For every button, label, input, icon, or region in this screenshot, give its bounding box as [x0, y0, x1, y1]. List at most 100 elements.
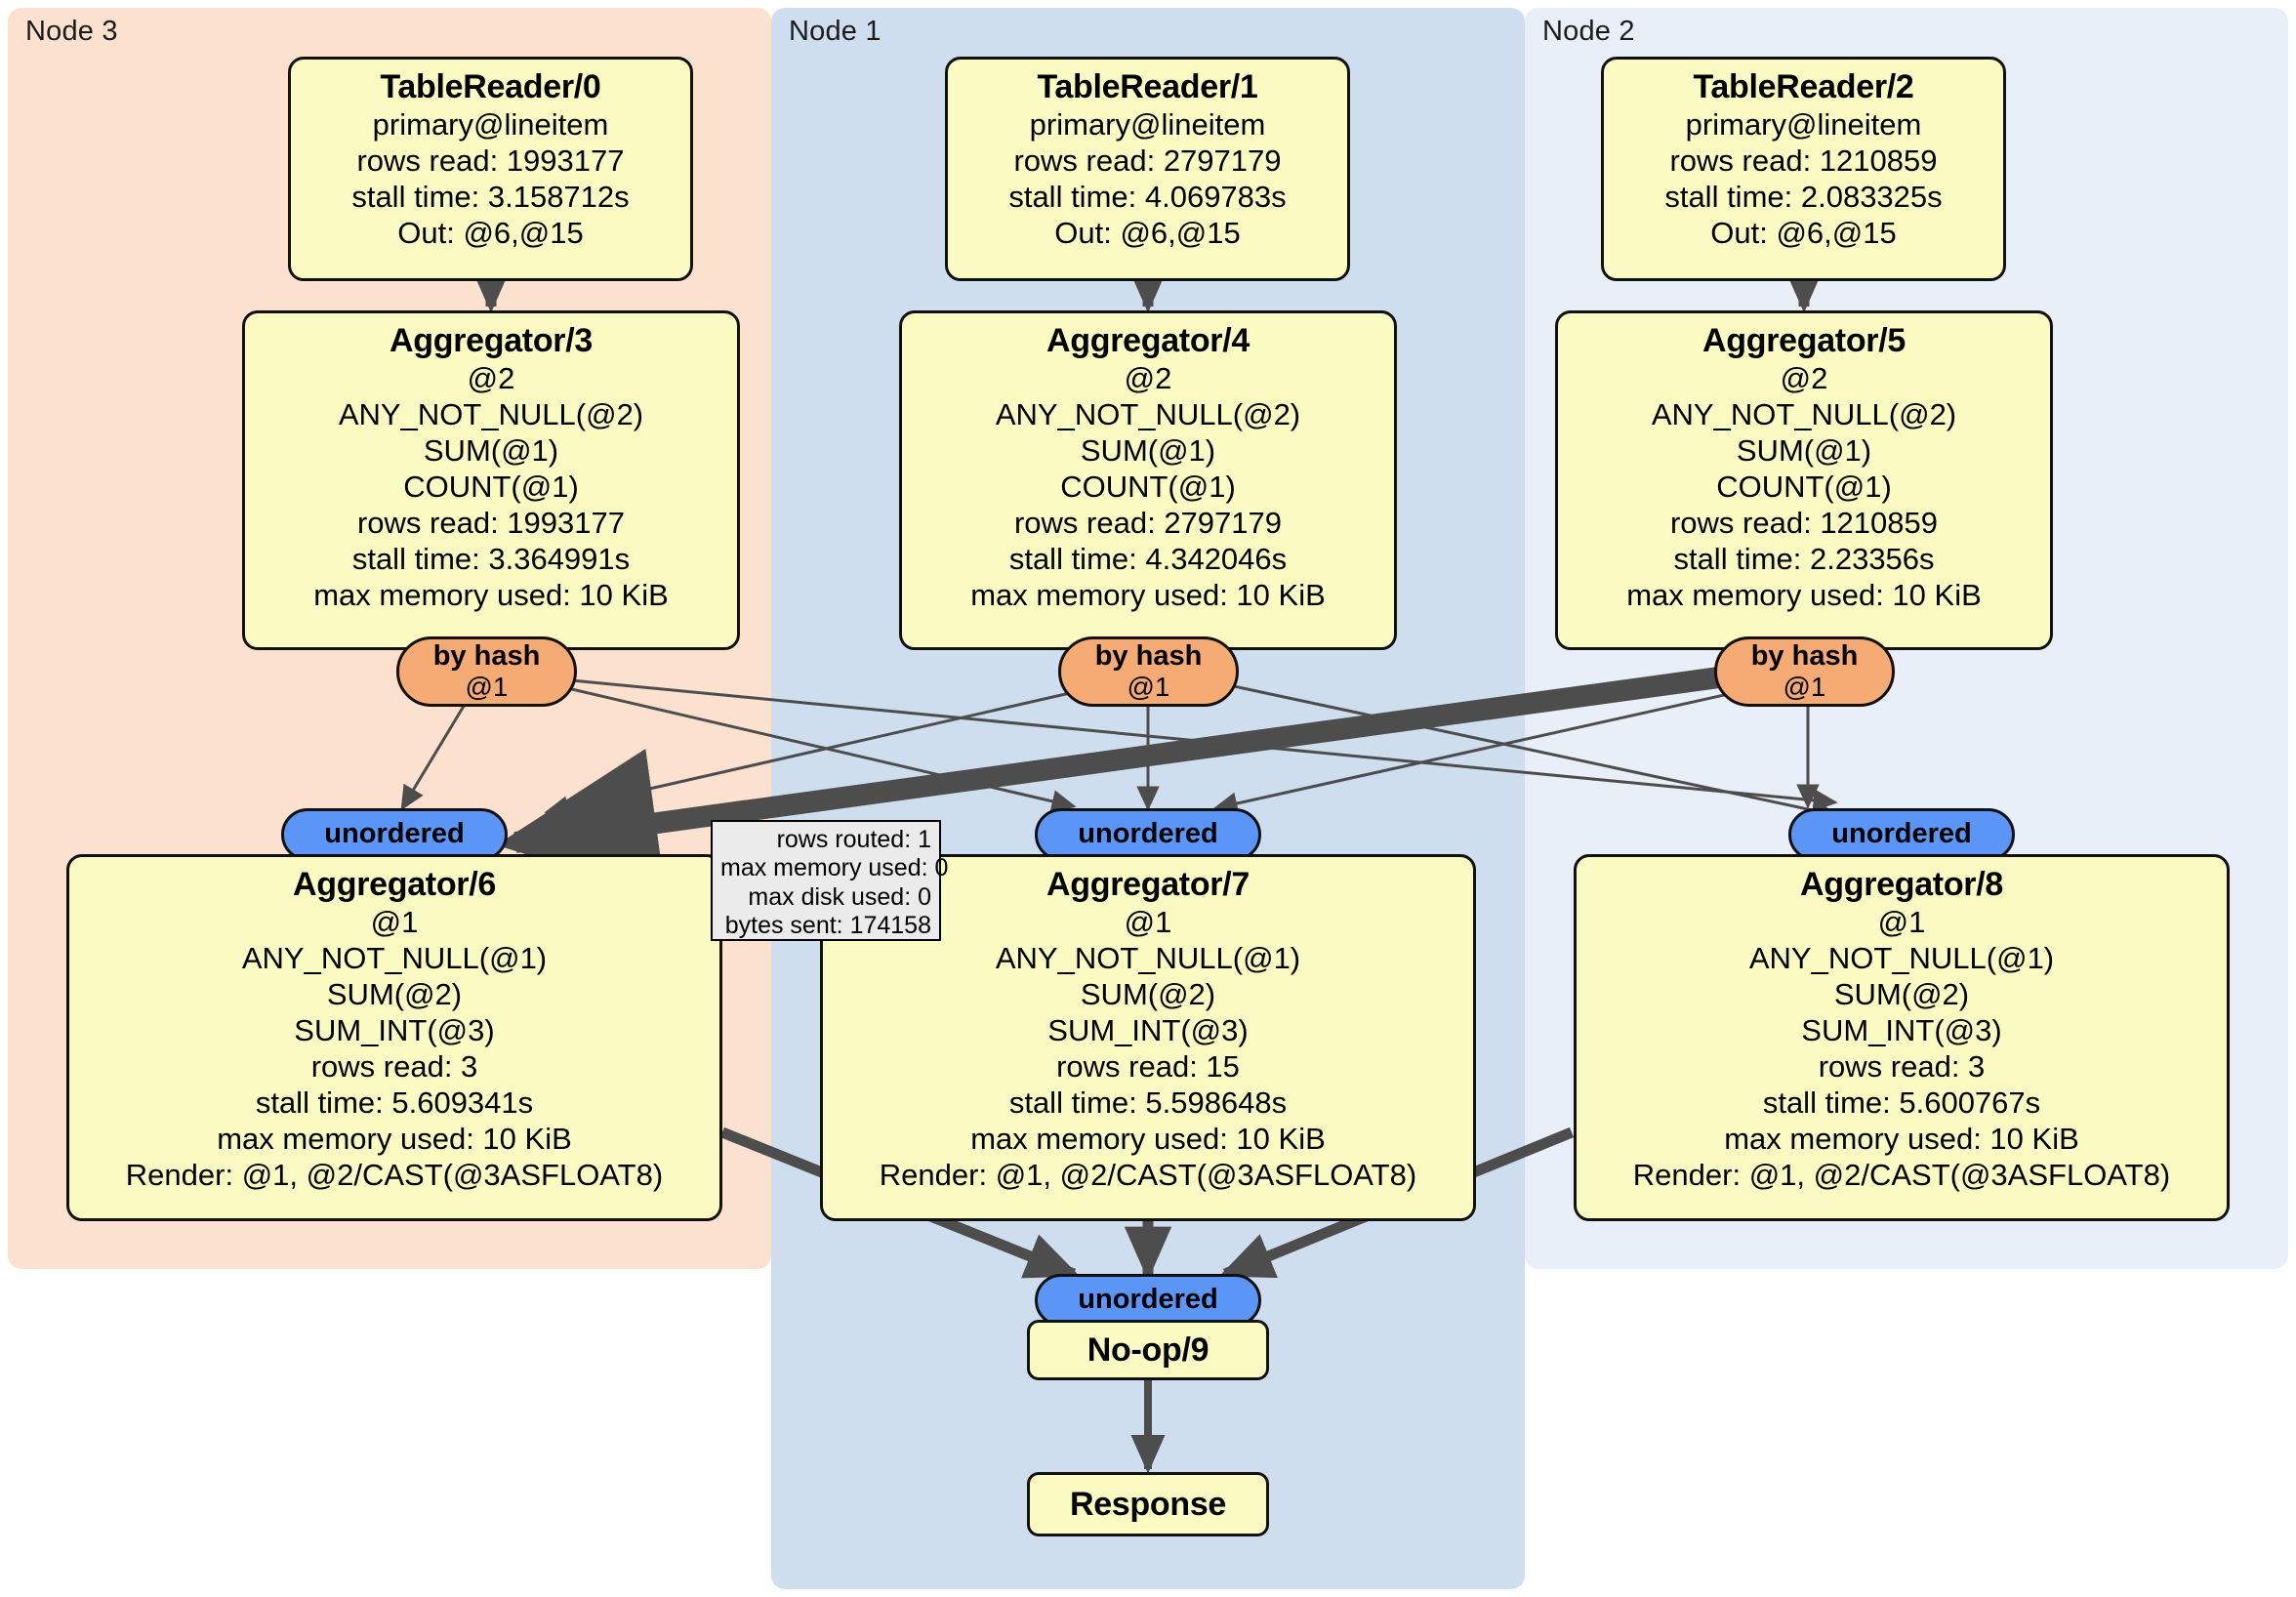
processor-detail: @1 [1124, 905, 1172, 940]
processor-detail: Out: @6,@15 [1054, 216, 1241, 251]
processor-table-reader-0[interactable]: TableReader/0 primary@lineitem rows read… [288, 57, 693, 281]
processor-detail: rows read: 3 [310, 1048, 478, 1084]
router-label: unordered [1078, 1284, 1218, 1316]
processor-detail: ANY_NOT_NULL(@2) [338, 397, 644, 432]
processor-detail: stall time: 4.069783s [1008, 180, 1287, 215]
processor-detail: SUM_INT(@3) [1801, 1013, 2002, 1048]
processor-detail: primary@lineitem [372, 107, 609, 143]
processor-detail: ANY_NOT_NULL(@2) [1651, 397, 1957, 432]
processor-detail: ANY_NOT_NULL(@2) [995, 397, 1301, 432]
processor-title: Aggregator/6 [293, 866, 496, 903]
processor-detail: max memory used: 10 KiB [970, 577, 1326, 612]
processor-response[interactable]: Response [1027, 1472, 1269, 1536]
router-label: by hash [432, 639, 541, 672]
processor-detail: rows read: 1210859 [1669, 143, 1938, 179]
processor-noop-9[interactable]: No-op/9 [1027, 1320, 1269, 1380]
processor-title: No-op/9 [1086, 1331, 1210, 1369]
processor-detail: max memory used: 10 KiB [1626, 577, 1982, 612]
stats-line: rows routed: 1 [776, 826, 931, 853]
processor-detail: rows read: 2797179 [1013, 143, 1282, 179]
processor-detail: Out: @6,@15 [397, 216, 584, 251]
processor-aggregator-5[interactable]: Aggregator/5 @2 ANY_NOT_NULL(@2) SUM(@1)… [1555, 310, 2053, 650]
processor-detail: SUM(@2) [326, 977, 463, 1012]
router-unordered-7[interactable]: unordered [1035, 808, 1261, 861]
processor-title: TableReader/0 [380, 68, 601, 105]
router-by-hash-3[interactable]: by hash @1 [396, 636, 577, 707]
processor-aggregator-6[interactable]: Aggregator/6 @1 ANY_NOT_NULL(@1) SUM(@2)… [66, 854, 722, 1221]
stats-line: bytes sent: 174158 [724, 911, 931, 939]
processor-detail: SUM(@1) [1736, 433, 1872, 469]
processor-detail: SUM_INT(@3) [294, 1013, 495, 1048]
processor-detail: rows read: 1993177 [356, 505, 626, 540]
processor-detail: max memory used: 10 KiB [313, 577, 669, 612]
processor-detail: stall time: 2.23356s [1673, 541, 1935, 576]
processor-detail: @1 [370, 905, 419, 940]
processor-aggregator-8[interactable]: Aggregator/8 @1 ANY_NOT_NULL(@1) SUM(@2)… [1574, 854, 2230, 1221]
router-sublabel: @1 [465, 671, 509, 702]
processor-detail: ANY_NOT_NULL(@1) [241, 941, 548, 976]
processor-detail: @2 [467, 361, 515, 396]
processor-detail: SUM(@1) [1080, 433, 1216, 469]
processor-title: Aggregator/4 [1046, 322, 1250, 359]
processor-detail: rows read: 3 [1818, 1048, 1986, 1084]
processor-detail: rows read: 2797179 [1013, 505, 1283, 540]
processor-detail: COUNT(@1) [1060, 470, 1236, 505]
stats-line: max disk used: 0 [748, 882, 931, 911]
processor-detail: SUM(@2) [1080, 977, 1216, 1012]
processor-detail: stall time: 2.083325s [1664, 180, 1943, 215]
processor-table-reader-1[interactable]: TableReader/1 primary@lineitem rows read… [945, 57, 1350, 281]
router-sublabel: @1 [1127, 671, 1170, 702]
node-panel-label-node3: Node 3 [25, 16, 118, 47]
processor-detail: stall time: 5.609341s [255, 1085, 534, 1120]
processor-aggregator-4[interactable]: Aggregator/4 @2 ANY_NOT_NULL(@2) SUM(@1)… [899, 310, 1397, 650]
processor-detail: stall time: 3.158712s [351, 180, 630, 215]
processor-title: TableReader/1 [1037, 68, 1258, 105]
processor-detail: ANY_NOT_NULL(@1) [1748, 941, 2055, 976]
processor-detail: Out: @6,@15 [1710, 216, 1897, 251]
processor-detail: stall time: 5.598648s [1008, 1085, 1288, 1120]
router-unordered-9[interactable]: unordered [1035, 1274, 1261, 1327]
router-by-hash-5[interactable]: by hash @1 [1714, 636, 1895, 707]
processor-detail: COUNT(@1) [403, 470, 579, 505]
processor-detail: @2 [1124, 361, 1172, 396]
processor-detail: @1 [1877, 905, 1926, 940]
processor-aggregator-7[interactable]: Aggregator/7 @1 ANY_NOT_NULL(@1) SUM(@2)… [820, 854, 1476, 1221]
router-sublabel: @1 [1783, 671, 1826, 702]
processor-detail: primary@lineitem [1029, 107, 1266, 143]
processor-detail: stall time: 3.364991s [351, 541, 631, 576]
processor-detail: SUM(@1) [423, 433, 559, 469]
processor-detail: rows read: 1993177 [356, 143, 625, 179]
processor-detail: SUM_INT(@3) [1047, 1013, 1249, 1048]
processor-detail: SUM(@2) [1833, 977, 1970, 1012]
processor-detail: rows read: 1210859 [1669, 505, 1939, 540]
processor-title: Response [1069, 1485, 1227, 1523]
router-label: unordered [1078, 818, 1218, 850]
processor-table-reader-2[interactable]: TableReader/2 primary@lineitem rows read… [1601, 57, 2006, 281]
processor-detail: max memory used: 10 KiB [970, 1121, 1326, 1156]
stats-tooltip: rows routed: 1 max memory used: 0 max di… [711, 820, 949, 941]
processor-title: Aggregator/5 [1702, 322, 1906, 359]
processor-detail: Render: @1, @2/CAST(@3ASFLOAT8) [125, 1157, 664, 1192]
processor-title: Aggregator/8 [1800, 866, 2003, 903]
processor-detail: Render: @1, @2/CAST(@3ASFLOAT8) [1632, 1157, 2171, 1192]
processor-detail: rows read: 15 [1056, 1048, 1240, 1084]
processor-detail: max memory used: 10 KiB [1724, 1121, 2079, 1156]
router-label: by hash [1750, 639, 1859, 672]
router-label: by hash [1094, 639, 1203, 672]
processor-detail: Render: @1, @2/CAST(@3ASFLOAT8) [879, 1157, 1417, 1192]
processor-detail: max memory used: 10 KiB [217, 1121, 572, 1156]
node-panel-label-node1: Node 1 [789, 16, 882, 47]
node-panel-label-node2: Node 2 [1542, 16, 1635, 47]
processor-detail: stall time: 5.600767s [1762, 1085, 2041, 1120]
router-label: unordered [1831, 818, 1972, 850]
stats-line: max memory used: 0 [720, 854, 949, 882]
processor-detail: ANY_NOT_NULL(@1) [995, 941, 1301, 976]
router-unordered-6[interactable]: unordered [281, 808, 508, 861]
router-by-hash-4[interactable]: by hash @1 [1058, 636, 1239, 707]
processor-title: Aggregator/3 [390, 322, 593, 359]
processor-detail: primary@lineitem [1685, 107, 1922, 143]
processor-aggregator-3[interactable]: Aggregator/3 @2 ANY_NOT_NULL(@2) SUM(@1)… [242, 310, 740, 650]
router-unordered-8[interactable]: unordered [1788, 808, 2015, 861]
processor-detail: @2 [1780, 361, 1828, 396]
